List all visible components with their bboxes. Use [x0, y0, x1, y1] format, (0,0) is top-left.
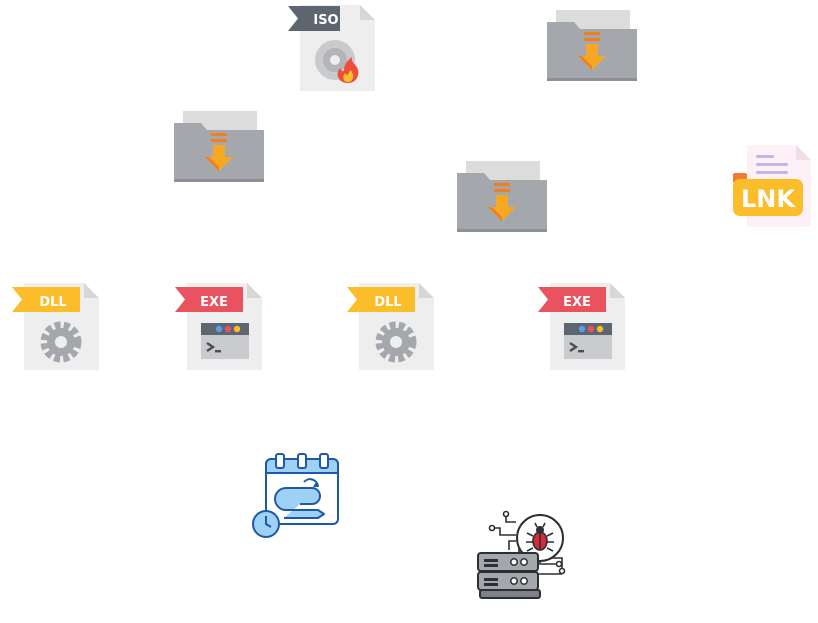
terminal-window-icon — [201, 323, 249, 359]
download-arrow-icon — [205, 133, 233, 171]
exe-file-2-icon[interactable]: EXE — [538, 281, 628, 373]
download-arrow-icon — [488, 183, 516, 221]
download-folder-3[interactable] — [456, 159, 548, 233]
gear-icon — [40, 321, 82, 363]
clock-icon — [252, 510, 280, 538]
exe-tag-label: EXE — [200, 295, 228, 310]
recurring-arrow-icon — [274, 478, 325, 519]
lnk-tag-label: LNK — [741, 185, 796, 213]
server-bug-icon[interactable] — [476, 510, 568, 602]
bug-magnifier-icon — [516, 514, 564, 562]
dll-tag-label: DLL — [39, 295, 66, 310]
terminal-window-icon — [564, 323, 612, 359]
dll-file-2-icon[interactable]: DLL — [347, 281, 437, 373]
dll-file-1-icon[interactable]: DLL — [12, 281, 102, 373]
fire-icon — [337, 57, 359, 83]
iso-file-icon[interactable]: ISO — [288, 2, 378, 92]
download-folder-1[interactable] — [546, 8, 638, 82]
exe-tag-label: EXE — [563, 295, 591, 310]
exe-file-1-icon[interactable]: EXE — [175, 281, 265, 373]
server-rack-icon — [477, 552, 541, 599]
scheduled-task-calendar-icon[interactable] — [250, 452, 342, 542]
gear-icon — [375, 321, 417, 363]
download-folder-2[interactable] — [173, 109, 265, 183]
iso-tag-label: ISO — [313, 13, 338, 28]
dll-tag-label: DLL — [374, 295, 401, 310]
download-arrow-icon — [578, 32, 606, 70]
lnk-file-icon[interactable]: LNK — [732, 143, 814, 229]
